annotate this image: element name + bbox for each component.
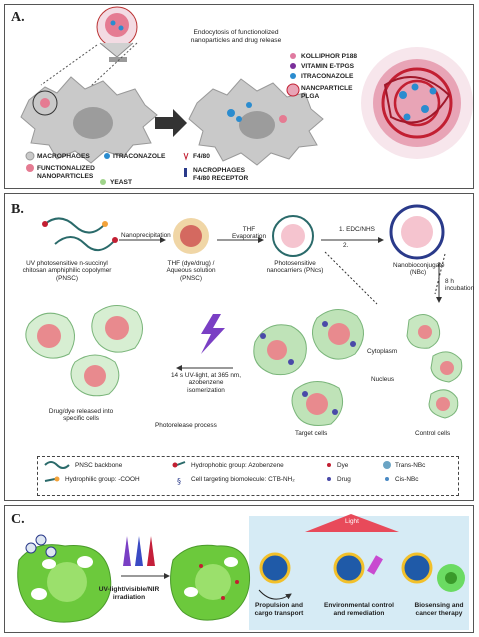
process-arrow xyxy=(155,109,187,137)
legend-vitamin-e: VITAMIN E-TPGS xyxy=(301,63,354,70)
legend-f480: F4/80 xyxy=(193,153,210,160)
light-label: Light xyxy=(345,518,359,525)
legend-cis-nbc: Cis-NBc xyxy=(395,476,419,483)
legend-itraconazole: ITRACONAZOLE xyxy=(113,153,166,160)
legend-biomolecule: Cell targeting biomolecule: CTB-NH₂ xyxy=(191,476,295,483)
uv-beam-icon xyxy=(123,536,131,566)
panel-b-illustration: § xyxy=(25,204,463,486)
svg-text:§: § xyxy=(177,477,181,486)
control-cells-illustration xyxy=(406,314,463,419)
label-polymer: UV photosensitive n-succinyl chitosan am… xyxy=(22,260,112,282)
zoom-cone xyxy=(99,42,134,58)
label-thf-solution: THF (dye/drug) / Aqueous solution (PNSC) xyxy=(166,260,216,282)
zoom-circle xyxy=(32,90,58,116)
legend-hydrophobic: Hydrophobic group: Azobenzene xyxy=(191,462,284,469)
legend-itraconazole-right: ITRACONAZOLE xyxy=(301,73,354,80)
legend-hydrophilic: Hydrophilic group: -COOH xyxy=(65,476,140,483)
panel-c: C. UV-light/visible/NIR irradiation Ligh… xyxy=(4,505,474,633)
released-cells-illustration xyxy=(25,305,143,397)
legend-nanoparticle-plga: NANCPARTICLE PLGA xyxy=(301,85,353,100)
panel-c-illustration xyxy=(17,514,465,623)
label-drug-released: Drug/dye released into specific cells xyxy=(48,408,114,423)
legend-kolliphor: KOLLIPHOR P188 xyxy=(301,53,358,60)
label-photorelease: Photorelease process xyxy=(155,422,217,429)
label-control-cells: Control cells xyxy=(415,430,451,437)
polymer-chain xyxy=(44,217,116,251)
light-source xyxy=(305,514,399,532)
target-cells-illustration xyxy=(253,309,364,426)
biosensing-particle xyxy=(401,552,433,584)
irradiation-label: UV-light/visible/NIR irradiation xyxy=(98,586,160,601)
nanoparticle-core xyxy=(105,13,129,37)
legend-functionalized-nanoparticles: FUNCTIONALIZED NANOPARTICLES xyxy=(37,165,95,180)
label-incubation: 8 h incubation xyxy=(445,278,475,293)
endocytosis-caption: Endocytosis of functionolized nanopartic… xyxy=(190,29,282,44)
panel-c-label: C. xyxy=(11,512,25,527)
legend-macrophages: MACROPHAGES xyxy=(37,153,90,160)
legend-f480-receptor: NACROPHAGES F4/80 RECEPTOR xyxy=(193,167,249,182)
macrophage-nucleus xyxy=(73,107,113,139)
remediation-particle xyxy=(333,552,365,584)
panel-b-label: B. xyxy=(11,202,24,217)
label-nbc: Nanobioconjugate (NBc) xyxy=(393,262,445,277)
app-environmental: Environmental control and remediation xyxy=(324,602,394,617)
legend-dye: Dye xyxy=(337,462,349,469)
app-propulsion: Propulsion and cargo transport xyxy=(254,602,304,617)
label-target-cells: Target cells xyxy=(295,430,328,437)
label-nucleus: Nucleus xyxy=(371,376,395,383)
panel-a: A. Endo xyxy=(4,4,474,189)
label-thf-evaporation: THF Evaporation xyxy=(231,226,267,241)
label-cytoplasm: Cytoplasm xyxy=(367,348,398,355)
propulsion-particle xyxy=(259,552,291,584)
panel-b-legend xyxy=(37,456,459,496)
label-pncs: Photosensitive nanocarriers (PNcs) xyxy=(266,260,324,275)
legend-yeast: YEAST xyxy=(110,179,132,186)
legend-trans-nbc: Trans-NBc xyxy=(395,462,426,469)
label-step-2: 2. xyxy=(343,242,349,249)
label-edc-nhs: 1. EDC/NHS xyxy=(339,226,375,233)
label-nanoprecipitation: Nanoprecipitation xyxy=(121,232,171,239)
uv-lightning-icon xyxy=(201,314,225,354)
legend-pnsc-backbone: PNSC backbone xyxy=(75,462,123,469)
panel-a-label: A. xyxy=(11,10,25,25)
label-uv-light: 14 s UV-light, at 365 nm, azobenzene iso… xyxy=(171,372,241,394)
panel-b: B. xyxy=(4,193,474,501)
legend-drug: Drug xyxy=(337,476,351,483)
panel-a-illustration xyxy=(20,6,473,185)
app-biosensing: Biosensing and cancer therapy xyxy=(414,602,464,617)
